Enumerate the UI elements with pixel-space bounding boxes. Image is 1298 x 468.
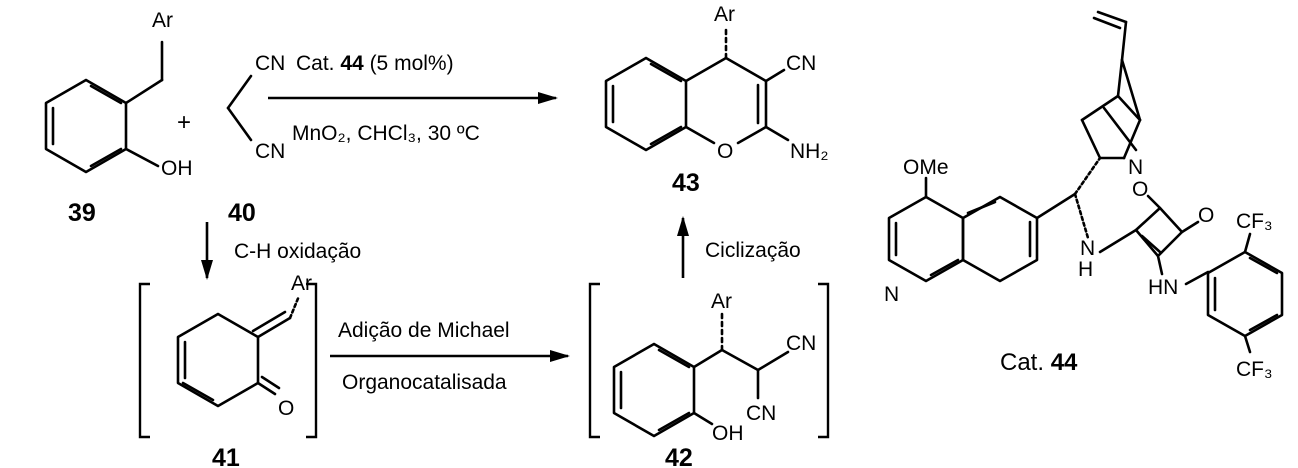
catalyst-44-label: Cat. 44 — [1000, 349, 1078, 376]
compound-39-label: 39 — [68, 199, 96, 227]
compound-40-structure: CN CN — [226, 52, 285, 163]
reaction-conditions: MnO₂, CHCl₃, 30 ºC — [292, 122, 480, 145]
left-bracket — [138, 282, 150, 439]
trifluoromethyl-label: CF₃ — [1236, 210, 1273, 233]
aryl-label: Ar — [711, 290, 732, 313]
left-bracket — [588, 282, 600, 439]
compound-41-label: 41 — [212, 444, 240, 468]
nitrile-label: CN — [255, 52, 285, 75]
squaramide-oxygen-label: O — [1132, 178, 1148, 201]
nitrile-label: CN — [786, 332, 816, 355]
nitrile-label: CN — [786, 52, 816, 75]
trifluoromethyl-label: CF₃ — [1236, 358, 1273, 381]
quinoline-nitrogen-label: N — [884, 283, 899, 306]
plus-sign: + — [177, 109, 191, 136]
hydroxyl-label: OH — [712, 422, 744, 445]
quinuclidine-nitrogen-label: N — [1128, 156, 1143, 179]
compound-39-structure: Ar OH — [44, 9, 193, 180]
michael-step-label-2: Organocatalisada — [342, 371, 507, 394]
compound-43-label: 43 — [672, 169, 700, 197]
catalyst-44-structure: OMe N N H N O O HN — [884, 10, 1284, 381]
right-bracket — [306, 282, 318, 439]
nitrile-label: CN — [746, 402, 776, 425]
aryl-label: Ar — [291, 272, 312, 295]
amino-label: NH₂ — [790, 140, 828, 163]
compound-41-structure: Ar O — [176, 272, 312, 420]
catalyst-condition: Cat. 44 (5 mol%) — [296, 52, 454, 75]
hydroxyl-label: OH — [161, 157, 193, 180]
right-bracket — [818, 282, 830, 439]
methoxy-label: OMe — [903, 156, 949, 179]
ring-oxygen-label: O — [717, 140, 733, 163]
compound-42-structure: Ar CN CN OH — [612, 290, 816, 445]
oxidation-step-label: C-H oxidação — [234, 240, 361, 263]
amide-nh-n-label: N — [1080, 237, 1095, 260]
cyclization-step-label: Ciclização — [705, 239, 801, 262]
nitrile-label: CN — [255, 140, 285, 163]
squaramide-oxygen-label: O — [1198, 204, 1214, 227]
amide-hn-label: HN — [1148, 276, 1178, 299]
amide-nh-h-label: H — [1078, 258, 1093, 281]
compound-42-label: 42 — [665, 444, 693, 468]
aryl-label: Ar — [714, 3, 735, 26]
aryl-label: Ar — [152, 9, 173, 32]
compound-40-label: 40 — [228, 199, 256, 227]
compound-43-structure: Ar CN O NH₂ — [604, 3, 828, 163]
carbonyl-oxygen-label: O — [278, 397, 294, 420]
michael-step-label: Adição de Michael — [338, 319, 510, 342]
